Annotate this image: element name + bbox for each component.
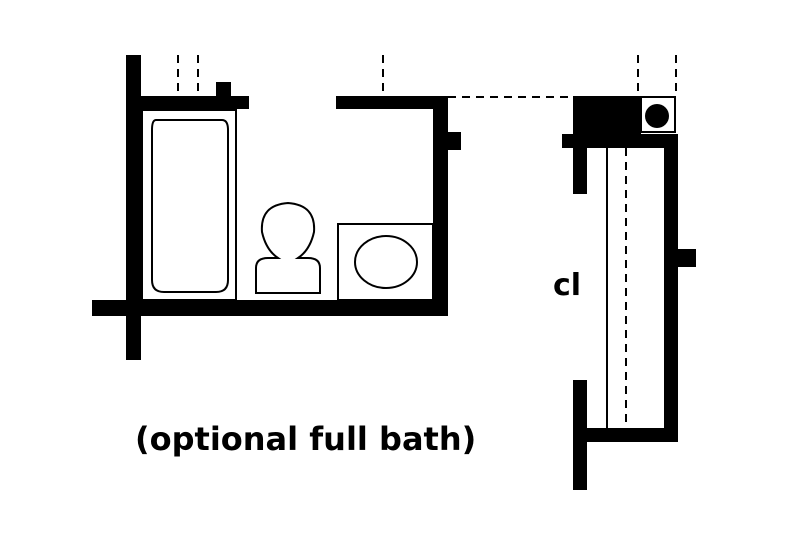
closet-door-jamb-top xyxy=(573,134,587,194)
toilet-icon xyxy=(255,201,321,294)
bathtub-icon xyxy=(141,109,237,301)
sink-basin xyxy=(354,235,418,289)
pipe-icon xyxy=(645,104,669,128)
bath-bottom-wall xyxy=(92,300,448,316)
closet-right-wall xyxy=(664,134,678,442)
closet-label: cl xyxy=(553,268,581,303)
closet-top-block xyxy=(573,96,641,136)
bathroom-walls xyxy=(92,55,461,360)
wall-stub xyxy=(216,82,231,98)
wall-stub xyxy=(446,132,461,150)
bath-top-wall-left xyxy=(126,96,249,109)
closet-bottom-wall xyxy=(573,428,678,442)
closet-top-ledge xyxy=(562,134,678,148)
bath-left-wall xyxy=(126,55,141,360)
closet-walls xyxy=(562,96,696,490)
plan-note: (optional full bath) xyxy=(135,420,476,458)
toilet-bowl xyxy=(255,201,321,294)
bath-top-wall-right xyxy=(336,96,448,109)
dashed-lines xyxy=(177,55,578,98)
bathtub-basin xyxy=(151,119,229,293)
bath-right-wall xyxy=(433,96,448,316)
sink-icon xyxy=(337,223,434,301)
wall-stub xyxy=(676,249,696,267)
closet-shelf xyxy=(606,55,677,428)
